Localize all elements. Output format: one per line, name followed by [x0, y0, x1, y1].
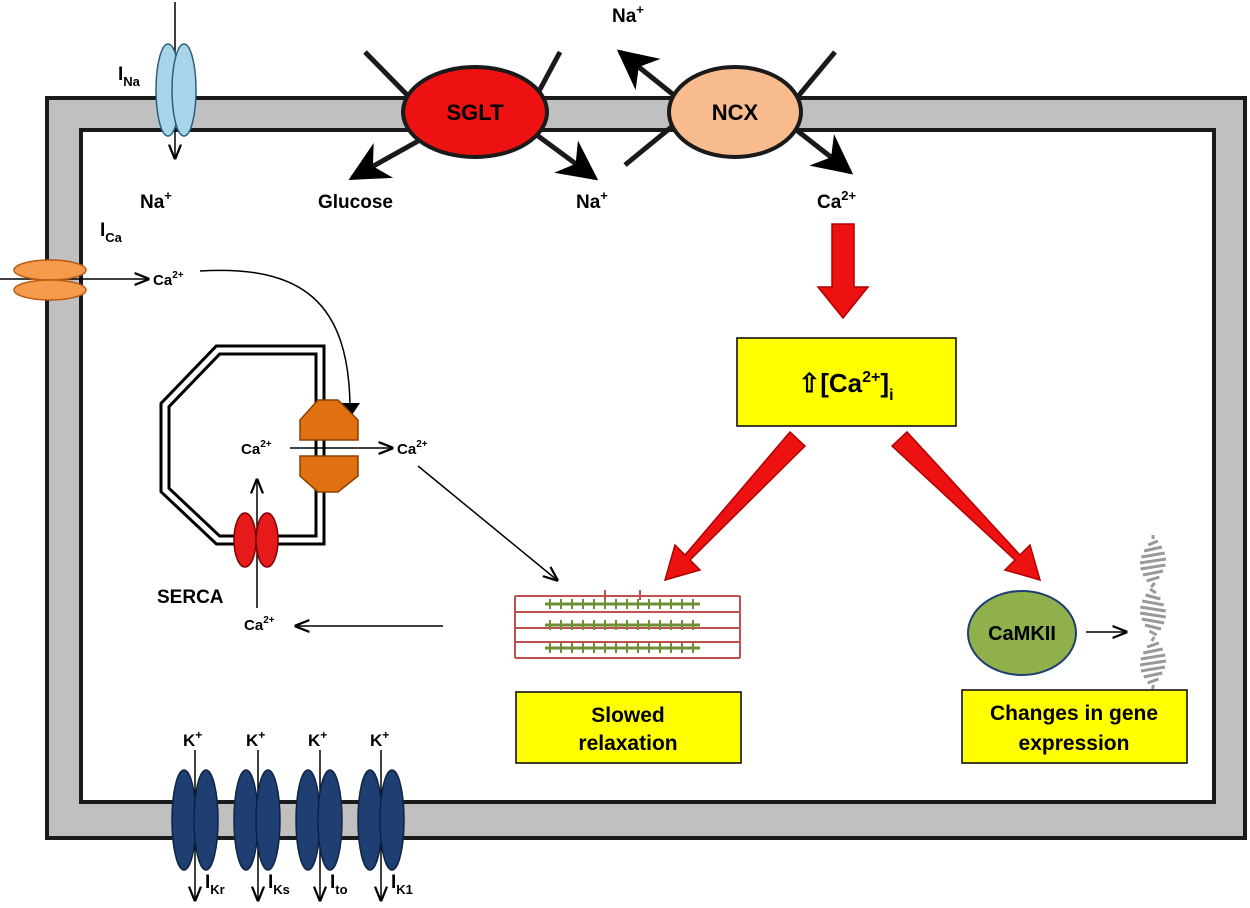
slowed-relaxation-box [515, 691, 742, 764]
red-arrow-to-camkii [890, 430, 1042, 582]
ikr-label: IKr [205, 872, 225, 897]
gene-expression-line1: Changes in gene [990, 702, 1158, 725]
dna-strand-segment [1139, 659, 1167, 667]
dna-helix-icon [1139, 535, 1167, 703]
ca-cicr-arrow [199, 269, 351, 411]
myofilaments [514, 590, 741, 659]
k4-label: K+ [370, 728, 389, 750]
red-arrow-down [816, 223, 870, 320]
dna-strand-segment [1141, 617, 1165, 625]
cell-membrane [45, 96, 1247, 840]
sglt-transporter [348, 50, 599, 181]
ica-channel [0, 259, 148, 301]
dna-strand-segment [1141, 599, 1165, 607]
dna-strand-segment [1145, 593, 1161, 601]
na-in-label: Na+ [140, 188, 172, 213]
ncx-exchanger [616, 49, 854, 175]
k3-label: K+ [308, 728, 327, 750]
slowed-relaxation-line2: relaxation [578, 732, 677, 755]
dna-strand-segment [1146, 575, 1160, 583]
na-sglt-label: Na+ [576, 188, 608, 213]
dna-strand-segment [1139, 557, 1167, 565]
gene-expression-line2: expression [1019, 732, 1130, 755]
ik1-label: IK1 [391, 872, 413, 897]
k2-label: K+ [246, 728, 265, 750]
slowed-relaxation-line1: Slowed [591, 704, 665, 727]
ca-serca-label: Ca2+ [244, 615, 275, 634]
dna-strand-segment [1147, 677, 1159, 685]
ito-label: Ito [330, 872, 348, 897]
ryr-channel [299, 399, 359, 493]
ica-label: ICa [100, 220, 123, 245]
na-out-label: Na+ [612, 2, 644, 27]
dna-strand-segment [1143, 671, 1163, 679]
dna-strand-segment [1150, 684, 1156, 690]
myofilament-ticks [549, 599, 694, 653]
serca-pump [233, 480, 279, 608]
k1-label: K+ [183, 728, 202, 750]
ca-rise-label: ⇧[Ca2+]i [798, 368, 893, 404]
glucose-label: Glucose [318, 192, 393, 213]
ina-label: INa [118, 64, 141, 89]
sglt-label: SGLT [446, 100, 504, 125]
k-channel-ik1 [357, 750, 405, 900]
ina-channel [155, 2, 197, 158]
dna-strand-segment [1150, 581, 1156, 589]
ca-ncx-label: Ca2+ [817, 188, 857, 213]
dna-strand-segment [1148, 629, 1158, 637]
dna-strand-segment [1140, 605, 1166, 613]
dna-strand-segment [1140, 563, 1166, 571]
camkii-label: CaMKII [988, 623, 1056, 645]
ca-sr-out-label: Ca2+ [397, 439, 428, 458]
red-arrow-to-relaxation [663, 430, 807, 582]
k-channel-ikr [171, 750, 219, 900]
camkii-node [967, 590, 1077, 676]
ca-to-myofilament-arrow [417, 465, 557, 580]
k-channel-ito [295, 750, 343, 900]
dna-strand-segment [1141, 551, 1165, 559]
k-channel-iks [233, 750, 281, 900]
iks-label: IKs [268, 872, 290, 897]
ca-ica-label: Ca2+ [153, 270, 184, 289]
serca-label: SERCA [157, 587, 224, 608]
ca-sr-in-label: Ca2+ [241, 439, 272, 458]
dna-strand-segment [1140, 653, 1166, 661]
dna-strand-segment [1149, 587, 1157, 595]
gene-expression-box [961, 689, 1188, 764]
dna-strand-segment [1144, 623, 1162, 631]
dna-strand-segment [1140, 665, 1166, 673]
ca-rise-box [736, 337, 957, 427]
dna-strand-segment [1142, 569, 1164, 577]
ncx-label: NCX [712, 100, 759, 125]
dna-strand-segment [1139, 611, 1167, 619]
dna-strand-segment [1150, 636, 1156, 642]
dna-strand-segment [1142, 647, 1164, 655]
dna-strand-segment [1147, 539, 1159, 547]
dna-strand-segment [1143, 545, 1163, 553]
dna-strand-segment [1146, 641, 1160, 649]
